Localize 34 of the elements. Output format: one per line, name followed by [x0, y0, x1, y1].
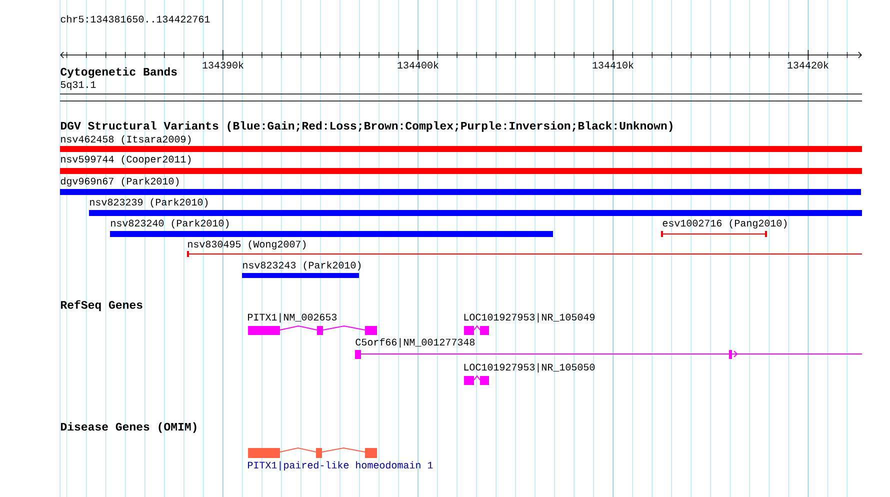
variant-track: dgv969n67 (Park2010): [60, 177, 861, 195]
coordinate-label: chr5:134381650..134422761: [60, 15, 210, 23]
node-label: nsv462458 (Itsara2009): [61, 135, 191, 145]
tick-label: 134410k: [592, 61, 634, 69]
node-label: LOC101927953|NR_105049: [464, 313, 595, 323]
tick-label: 134400k: [398, 61, 438, 69]
variant-track: nsv823239 (Park2010): [89, 198, 862, 216]
disease-gene-model: PITX1|paired-like homeodomain 1: [248, 447, 433, 470]
band-label: 5q31.1: [60, 81, 96, 90]
node-label: C5orf66|NM_001277348: [356, 338, 475, 348]
tick-label: 134390k: [202, 61, 244, 69]
variant-track: nsv599744 (Cooper2011): [60, 155, 862, 174]
variant-track: esv1002716 (Pang2010): [661, 219, 787, 237]
track-title: RefSeq Genes: [60, 300, 142, 312]
gene-model: PITX1|NM_002653: [248, 313, 377, 335]
variant-track: nsv462458 (Itsara2009): [60, 135, 862, 152]
node-label: LOC101927953|NR_105050: [464, 363, 595, 373]
node-label: nsv823239 (Park2010): [90, 198, 208, 208]
variant-track: nsv823240 (Park2010): [110, 219, 553, 237]
variant-track: nsv823243 (Park2010): [242, 261, 361, 278]
gene-model: C5orf66|NM_001277348: [355, 338, 862, 359]
gene-model: LOC101927953|NR_105049: [464, 313, 595, 335]
node-label: nsv599744 (Cooper2011): [61, 155, 191, 165]
node-label: nsv823240 (Park2010): [111, 219, 229, 229]
node-label: dgv969n67 (Park2010): [60, 177, 179, 187]
node-label: PITX1|paired-like homeodomain 1: [248, 461, 433, 471]
track-title: DGV Structural Variants (Blue:Gain;Red:Loss;Brown:Complex;Purple:Inversion;Black:Unknown): [60, 121, 672, 132]
track-title: Cytogenetic Bands: [60, 67, 177, 78]
gene-model: LOC101927953|NR_105050: [464, 363, 595, 385]
variant-track: nsv830495 (Wong2007): [187, 240, 862, 257]
node-label: nsv823243 (Park2010): [243, 261, 361, 271]
tick-label: 134420k: [788, 61, 828, 69]
track-title: Disease Genes (OMIM): [60, 422, 196, 433]
node-label: PITX1|NM_002653: [248, 313, 337, 323]
